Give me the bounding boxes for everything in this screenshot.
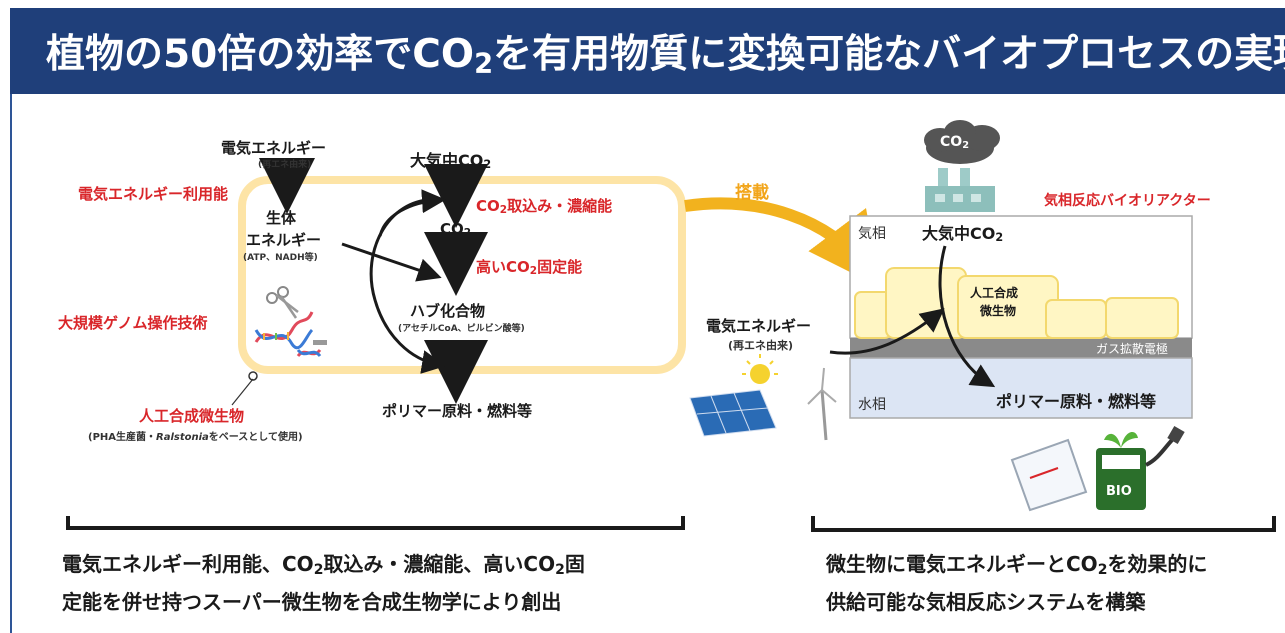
uptake-label: CO2取込み・濃縮能 <box>476 197 613 217</box>
gas-phase-label: 気相 <box>858 226 886 242</box>
bottom-left-summary: 電気エネルギー利用能、CO2取込み・濃縮能、高いCO2固 定能を併せ持つスーパー… <box>62 548 702 618</box>
bottom-left-line-2: 定能を併せ持つスーパー微生物を合成生物学により創出 <box>62 589 562 614</box>
load-arrow-label: 搭載 <box>735 183 769 203</box>
bio-fuel-pump-icon <box>1096 425 1185 510</box>
co2-cloud-label: CO2 <box>940 134 970 151</box>
bio-energy-note: (ATP、NADH等) <box>243 253 318 263</box>
microbe-note: (PHA生産菌・Ralstoniaをベースとして使用) <box>88 432 303 443</box>
arrow-co2-down-product <box>938 245 996 388</box>
right-atmos-co2-label: 大気中CO2 <box>922 224 1004 245</box>
fixation-label: 高いCO2固定能 <box>476 258 583 278</box>
bio-energy-label-1: 生体 <box>266 209 297 227</box>
electric-energy-origin-label: (再エネ由来) <box>258 160 312 170</box>
artificial-microbe-label: 人工合成微生物 <box>139 407 245 425</box>
genome-tech-label: 大規模ゲノム操作技術 <box>58 314 208 332</box>
co2-cloud-icon <box>924 120 1000 164</box>
page-title: 植物の50倍の効率でCO2を有用物質に変換可能なバイオプロセスの実現 <box>46 31 1285 80</box>
bottom-left-line-1: 電気エネルギー利用能、CO2取込み・濃縮能、高いCO2固 <box>62 552 585 578</box>
sun-icon <box>742 354 778 384</box>
microbe-label-1: 人工合成 <box>970 286 1019 300</box>
bracket-left <box>66 516 685 530</box>
content-frame <box>10 94 1285 633</box>
dna-icon <box>254 311 327 358</box>
microbe-label-2: 微生物 <box>980 304 1017 318</box>
bottom-right-line-1: 微生物に電気エネルギーとCO2を効果的に <box>826 552 1208 578</box>
co2-label: CO2 <box>440 220 472 240</box>
bio-label: BIO <box>1106 484 1132 499</box>
reactor-title: 気相反応バイオリアクター <box>1044 193 1211 209</box>
scissors-icon <box>266 286 299 319</box>
product-label-right: ポリマー原料・燃料等 <box>996 392 1157 411</box>
cell-outline <box>238 176 686 374</box>
cycle-arrow-top <box>378 189 446 237</box>
bracket-right <box>811 516 1276 532</box>
arrow-electric-in <box>829 308 945 355</box>
wind-turbine-icon <box>807 367 837 441</box>
gas-electrode-label: ガス拡散電極 <box>1096 342 1169 356</box>
bottom-right-line-2: 供給可能な気相反応システムを構築 <box>826 589 1146 614</box>
solar-panel-icon <box>689 389 777 437</box>
hub-compound-label: ハブ化合物 <box>410 302 486 320</box>
factory-icon <box>925 168 995 212</box>
right-electric-energy-label: 電気エネルギー <box>706 317 812 335</box>
water-phase <box>849 357 1193 419</box>
plastic-bag-icon <box>1010 438 1088 512</box>
bio-energy-label-2: エネルギー <box>246 231 322 249</box>
bottom-right-summary: 微生物に電気エネルギーとCO2を効果的に 供給可能な気相反応システムを構築 <box>826 548 1281 618</box>
electric-energy-label: 電気エネルギー <box>221 139 327 157</box>
water-phase-label: 水相 <box>858 397 886 413</box>
cell-pointer-line <box>231 378 254 406</box>
title-bar: 植物の50倍の効率でCO2を有用物質に変換可能なバイオプロセスの実現 <box>10 8 1285 94</box>
cell-pointer-dot <box>248 371 258 381</box>
atmos-co2-label: 大気中CO2 <box>410 151 492 172</box>
gas-diffusion-electrode <box>850 338 1192 358</box>
cycle-arrow <box>369 198 446 374</box>
hub-compound-note: (アセチルCoA、ピルビン酸等) <box>398 324 525 334</box>
electric-use-label: 電気エネルギー利用能 <box>78 185 229 203</box>
arrow-bio-to-fix <box>341 242 442 282</box>
product-label-left: ポリマー原料・燃料等 <box>382 402 533 420</box>
right-electric-energy-origin: (再エネ由来) <box>728 339 794 352</box>
microbe-blocks <box>854 267 1179 339</box>
load-arrow <box>684 197 881 288</box>
